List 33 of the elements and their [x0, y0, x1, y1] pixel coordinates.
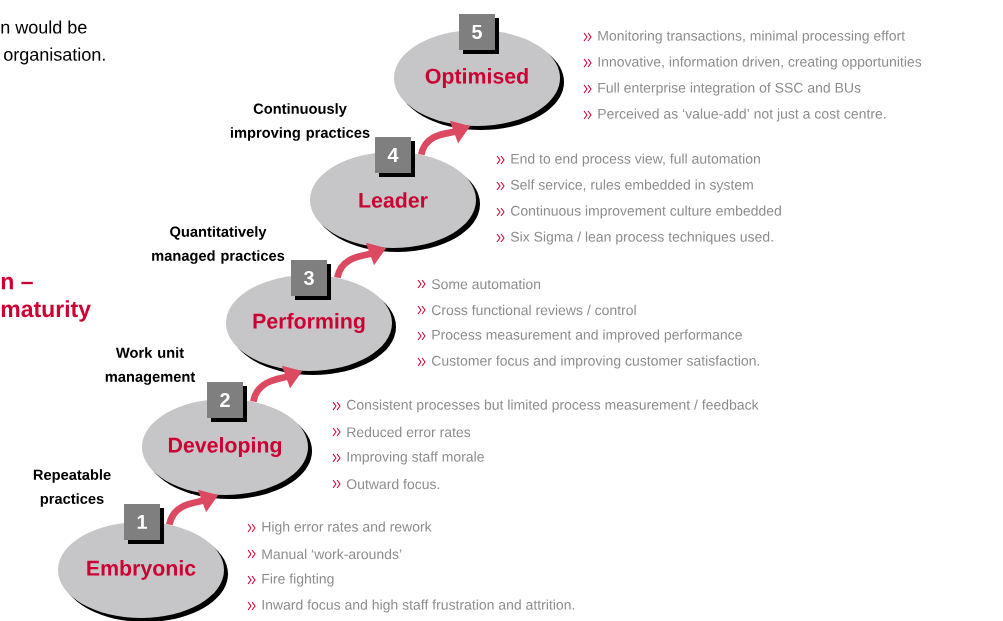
- bullet-text: Full enterprise integration of SSC and BUs: [598, 82, 861, 96]
- number-box: 2: [207, 382, 247, 422]
- bullet-text: Inward focus and high staff frustration and attrition.: [262, 599, 575, 613]
- bullet-text: High error rates and rework: [262, 521, 432, 535]
- number-box: 5: [459, 14, 499, 54]
- heading-text: maturity: [1, 300, 91, 322]
- bullet-text: Six Sigma / lean process techniques used.: [510, 231, 773, 245]
- step-label: Repeatable practices: [33, 469, 111, 507]
- bullet-text: Customer focus and improving customer satisfaction.: [432, 355, 760, 369]
- step-label: Work unit management: [105, 347, 196, 385]
- bullet-text: Some automation: [431, 278, 541, 290]
- bullet-text: Process measurement and improved performance: [432, 329, 742, 343]
- bullet-text: Manual ‘work-arounds’: [262, 548, 402, 560]
- bullet-text: Reduced error rates: [347, 426, 471, 438]
- number-box: 3: [291, 260, 331, 300]
- bullet-text: Innovative, information driven, creating opportunities: [598, 56, 922, 70]
- bullet-text: Consistent processes but limited process measurement / feedback: [347, 399, 759, 413]
- step-label: Quantitatively managed practices: [152, 226, 285, 264]
- bullet-text: Continuous improvement culture embedded: [511, 205, 781, 219]
- bullet-text: Improving staff morale: [347, 451, 484, 465]
- heading-text: n –: [1, 276, 33, 290]
- body-text: organisation.: [4, 47, 105, 65]
- step-label: Continuously improving practices: [230, 103, 370, 141]
- number-box: 4: [375, 137, 415, 177]
- number-box: 1: [124, 504, 164, 544]
- bullet-text: End to end process view, full automation: [511, 153, 760, 167]
- bullet-text: Fire fighting: [262, 573, 334, 587]
- bullet-text: Perceived as ‘value-add’ not just a cost centre.: [598, 108, 886, 122]
- bullet-text: Self service, rules embedded in system: [510, 179, 753, 193]
- bullet-text: Outward focus.: [346, 478, 440, 490]
- bullet-text: Cross functional reviews / control: [432, 304, 636, 316]
- bullet-text: Monitoring transactions, minimal processing effort: [598, 30, 905, 44]
- body-text: n would be: [1, 20, 87, 34]
